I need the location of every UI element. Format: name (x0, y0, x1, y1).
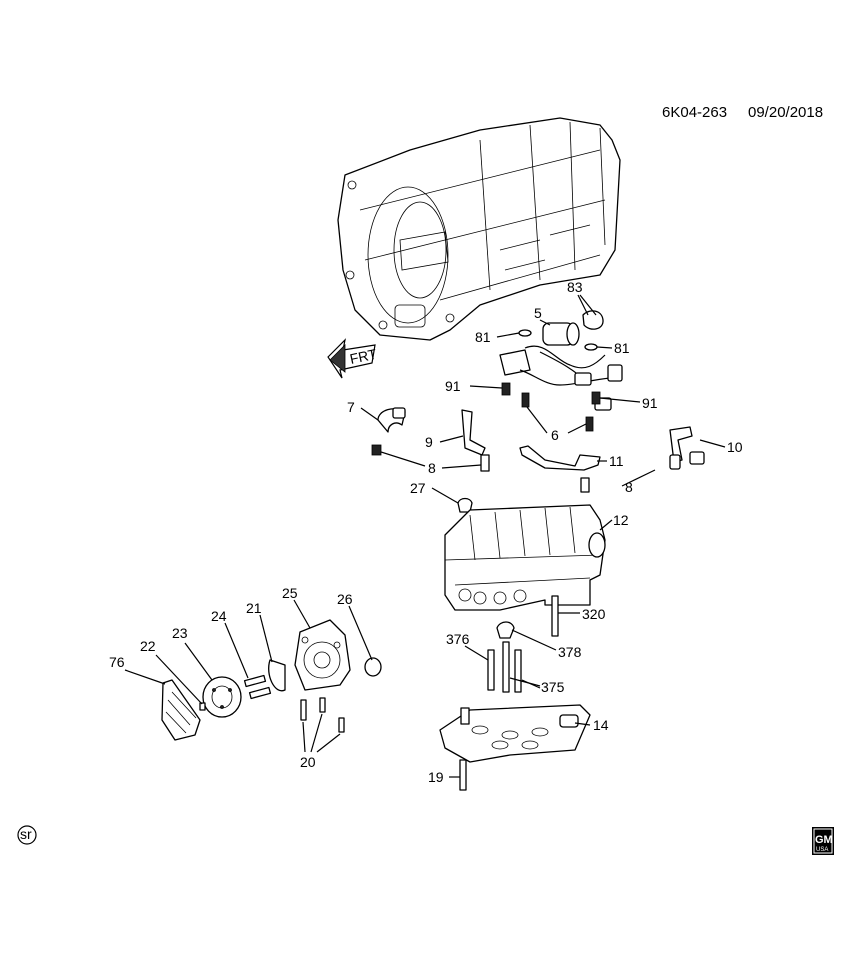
callout-375: 375 (541, 679, 565, 695)
part-8-bolt-mid (480, 454, 490, 472)
callout-8-left: 8 (428, 460, 436, 476)
transmission-case (337, 117, 621, 341)
part-76-cover (161, 679, 201, 741)
part-22-pin (199, 702, 206, 711)
callout-83: 83 (567, 279, 583, 295)
diagram-date: 09/20/2018 (748, 104, 823, 121)
sr-symbol-text: sr (20, 826, 32, 842)
callout-20: 20 (300, 754, 316, 770)
callout-6: 6 (551, 427, 559, 443)
wiring-harness (499, 345, 623, 411)
part-81-washer-right (584, 343, 598, 351)
part-91-bolt-right (591, 391, 601, 405)
part-24-bolts (243, 674, 272, 700)
front-direction-arrow: FRT (327, 338, 378, 379)
callout-9: 9 (425, 434, 433, 450)
part-6-bolt-right (585, 416, 594, 432)
callout-91-left: 91 (445, 378, 461, 394)
callout-376: 376 (446, 631, 470, 647)
part-5-solenoid (542, 322, 580, 346)
part-9-bracket (461, 409, 486, 456)
callout-378: 378 (558, 644, 582, 660)
callout-91-right: 91 (642, 395, 658, 411)
callout-22: 22 (140, 638, 156, 654)
part-10-tube (669, 426, 705, 470)
callout-8-right: 8 (625, 479, 633, 495)
part-8-bolt-right (580, 477, 590, 493)
part-91-bolt-left (501, 382, 511, 396)
callout-24: 24 (211, 608, 227, 624)
callout-76: 76 (109, 654, 125, 670)
callout-7: 7 (347, 399, 355, 415)
part-320-bolt (551, 595, 559, 637)
callout-81-left: 81 (475, 329, 491, 345)
callout-10: 10 (727, 439, 743, 455)
part-26-seal (364, 657, 382, 677)
callout-5: 5 (534, 305, 542, 321)
callout-19: 19 (428, 769, 444, 785)
sr-symbol: sr (17, 825, 37, 845)
callout-26: 26 (337, 591, 353, 607)
callout-27: 27 (410, 480, 426, 496)
part-83-clip (582, 310, 604, 330)
part-378-clip (496, 621, 515, 639)
front-arrow-label: FRT (348, 346, 378, 367)
part-81-washer-left (518, 329, 532, 337)
part-21-seal-ring (268, 659, 286, 692)
callout-21: 21 (246, 600, 262, 616)
leader-lines (124, 294, 726, 778)
part-7-bracket (377, 407, 406, 433)
part-8-bolt-left (371, 444, 382, 456)
callout-81-right: 81 (614, 340, 630, 356)
callout-labels: 83 5 81 81 91 91 6 7 9 8 8 10 11 27 12 3… (109, 279, 743, 785)
part-20-bolts (300, 697, 345, 733)
gm-logo-subtext: USA (816, 847, 828, 853)
part-6-bolt-left (521, 392, 530, 408)
part-375-bolts (502, 641, 522, 693)
part-14-oil-filter (439, 704, 591, 763)
callout-11: 11 (609, 453, 624, 469)
part-23-sprocket (202, 676, 242, 718)
callout-12: 12 (613, 512, 629, 528)
diagram-id: 6K04-263 (662, 104, 727, 121)
part-25-pump (294, 619, 351, 691)
part-19-bolt (459, 759, 467, 791)
callout-25: 25 (282, 585, 298, 601)
part-12-valve-body (444, 504, 606, 611)
gm-logo-text: GM (815, 834, 833, 846)
gm-logo: GM USA (812, 827, 834, 855)
part-376-bolt (487, 649, 495, 691)
part-11-tube (519, 445, 601, 471)
callout-14: 14 (593, 717, 609, 733)
callout-320: 320 (582, 606, 606, 622)
callout-23: 23 (172, 625, 188, 641)
